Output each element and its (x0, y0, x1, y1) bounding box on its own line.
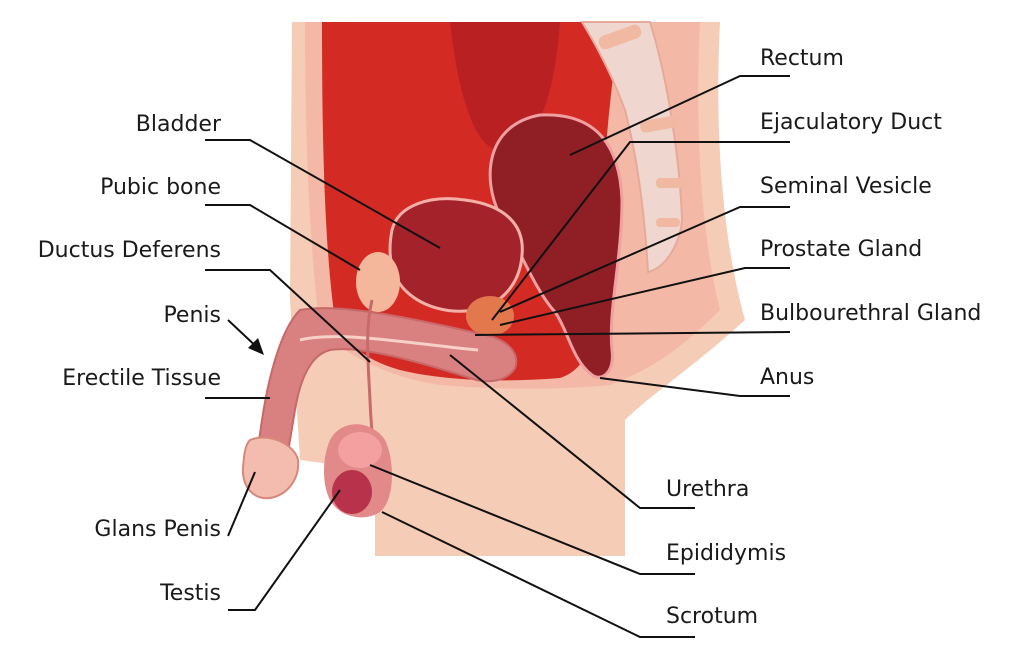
label-rectum: Rectum (760, 46, 844, 71)
label-erectile-tissue: Erectile Tissue (62, 366, 221, 391)
glans-organ (241, 436, 300, 500)
testis-organ (332, 470, 372, 514)
label-anus: Anus (760, 365, 815, 390)
leader-ejaculatory-duct (491, 141, 790, 321)
leader-anus (599, 377, 790, 397)
vertebra-3 (656, 178, 688, 188)
label-ejaculatory-duct: Ejaculatory Duct (760, 110, 942, 135)
leader-glans-penis (227, 471, 256, 537)
leader-urethra (449, 354, 695, 509)
label-epididymis: Epididymis (666, 541, 787, 566)
leader-bulbourethral-gland (474, 331, 791, 336)
leader-scrotum (381, 511, 695, 638)
label-pubic-bone: Pubic bone (100, 175, 221, 200)
leader-lines (205, 75, 791, 638)
pubic-bone-organ (356, 252, 400, 312)
label-bulbourethral-gland: Bulbourethral Gland (760, 301, 982, 326)
label-ductus-deferens: Ductus Deferens (37, 238, 221, 263)
leader-pubic-bone (205, 204, 361, 271)
leader-bladder (205, 139, 441, 249)
vertebra-1 (598, 24, 642, 50)
urethra-channel (299, 335, 479, 352)
vertebra-2 (640, 115, 680, 133)
vertebra-4 (656, 218, 680, 227)
leader-rectum (569, 75, 790, 156)
leader-testis (228, 489, 341, 611)
leader-epididymis (369, 464, 695, 575)
label-scrotum: Scrotum (666, 604, 759, 629)
leader-prostate-gland (499, 267, 790, 326)
bladder-organ (388, 197, 524, 313)
label-penis: Penis (163, 303, 221, 328)
penis-arrowhead (248, 338, 264, 355)
label-urethra: Urethra (666, 477, 750, 502)
label-bladder: Bladder (135, 112, 221, 137)
label-prostate-gland: Prostate Gland (760, 237, 923, 262)
leader-ductus-deferens (205, 269, 371, 363)
label-glans-penis: Glans Penis (94, 517, 221, 542)
label-seminal-vesicle: Seminal Vesicle (760, 174, 932, 199)
leader-seminal-vesicle (499, 206, 790, 313)
label-testis: Testis (160, 581, 221, 606)
epididymis-organ (338, 432, 382, 468)
